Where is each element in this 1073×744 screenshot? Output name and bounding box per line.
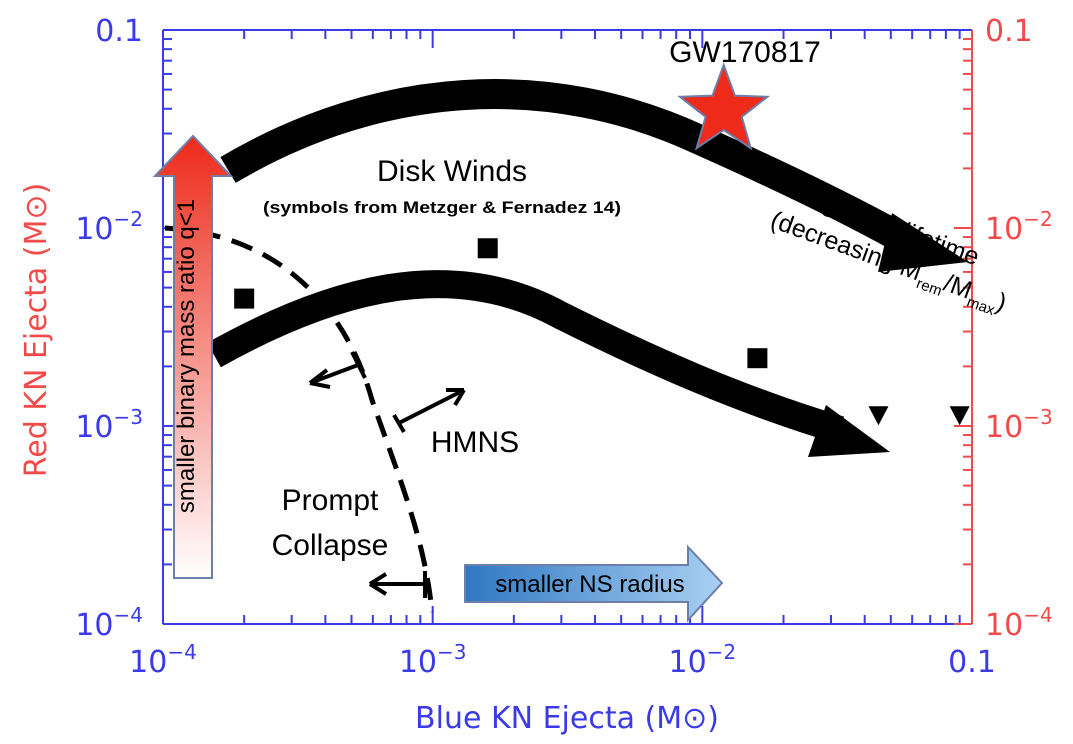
boundary-arrows <box>308 351 466 598</box>
symbols-note: (symbols from Metzger & Fernadez 14) <box>263 198 621 217</box>
y-tick-label-right: 10−4 <box>985 603 1053 643</box>
x-tick-label: 0.1 <box>948 645 996 680</box>
lifetime-annotation: longer NS lifetime (decreasing Mrem/Mmax… <box>767 177 1010 319</box>
y-axis-label: Red KN Ejecta (M⊙) <box>19 183 54 478</box>
mass-ratio-arrow-shape <box>152 134 234 579</box>
upper-wind-arrowhead <box>878 213 968 272</box>
collapse-label: Collapse <box>272 529 389 562</box>
ns-radius-arrow-shape <box>464 544 724 623</box>
data-markers <box>234 62 970 426</box>
y-tick-label-right: 10−3 <box>985 405 1053 445</box>
hmns-label: HMNS <box>431 426 519 459</box>
x-tick-label: 10−2 <box>668 640 736 680</box>
mass-ratio-arrow: smaller binary mass ratio q<1 <box>152 134 234 579</box>
x-axis-label: Blue KN Ejecta (M⊙) <box>415 701 719 736</box>
lifetime-sub-max: max <box>964 293 997 319</box>
disk-wind-arrows <box>207 79 968 457</box>
y-tick-label-left: 10−2 <box>75 207 143 247</box>
y-tick-label-left: 10−4 <box>75 603 143 643</box>
triangle-marker <box>949 406 970 426</box>
gw170817-star <box>677 62 771 151</box>
prompt-label: Prompt <box>282 484 379 517</box>
x-tick-label: 10−3 <box>399 640 467 680</box>
disk-winds-label: Disk Winds <box>377 155 527 188</box>
prompt-collapse-boundary <box>164 225 435 613</box>
lifetime-sub-rem: rem <box>914 275 944 300</box>
y-tick-label-left: 0.1 <box>95 14 143 49</box>
left-arrow-upper <box>308 351 367 389</box>
left-arrow-lower <box>368 571 427 598</box>
square-marker <box>477 238 498 259</box>
gw170817-label: GW170817 <box>669 36 821 69</box>
upper-wind-curve <box>220 79 918 257</box>
y-tick-label-left: 10−3 <box>75 405 143 445</box>
lower-wind-arrowhead <box>808 405 890 457</box>
square-marker <box>747 348 768 369</box>
ns-radius-arrow: smaller NS radius <box>464 544 724 623</box>
lower-wind-curve <box>207 270 845 444</box>
y-tick-label-right: 0.1 <box>985 14 1033 49</box>
hmns-arrow <box>392 388 466 434</box>
ns-radius-label: smaller NS radius <box>495 571 684 598</box>
triangle-marker <box>868 406 889 426</box>
y-tick-label-right: 10−2 <box>985 207 1053 247</box>
plot-frame <box>162 29 973 625</box>
mass-ratio-label: smaller binary mass ratio q<1 <box>173 199 200 513</box>
square-marker <box>234 288 255 309</box>
x-tick-label: 10−4 <box>129 640 197 680</box>
